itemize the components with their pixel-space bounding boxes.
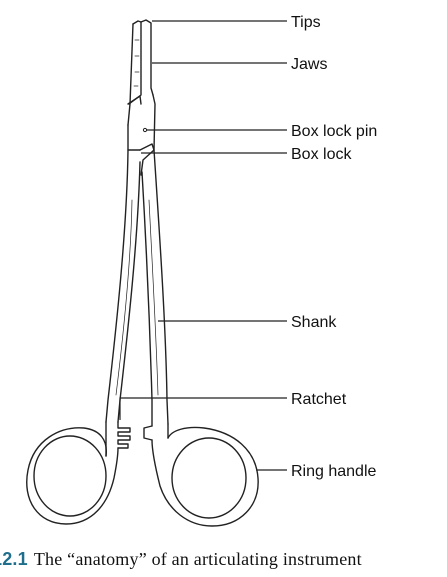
jaw-right [140,19,154,96]
box-lock-inner-left [127,95,142,105]
figure-number: 12.1 [0,549,28,569]
ratchet-teeth-left [117,421,131,449]
box-lock-body [140,94,156,176]
forceps-illustration [26,19,259,527]
jaw-shading [133,39,140,87]
label-tips: Tips [291,14,321,31]
label-ring-handle: Ring handle [291,463,377,480]
label-ratchet: Ratchet [291,391,347,408]
caption-text: The “anatomy” of an articulating instrum… [33,549,362,569]
ring-handle-left-inner [33,435,107,517]
jaw-left-outer [127,23,134,126]
ring-handle-right-outer [151,426,259,527]
label-box-lock: Box lock [291,146,352,163]
shank-right-outer [153,149,169,425]
box-lock-side [127,124,141,151]
label-jaws: Jaws [291,56,327,73]
shank-shading [115,199,159,396]
label-shank: Shank [291,314,337,331]
leader-lines [119,20,287,471]
label-box-lock-pin: Box lock pin [291,123,377,140]
shank-left-inner [117,161,141,423]
shank-left-outer [105,149,129,423]
box-lock-plate [139,143,155,151]
leader-ratchet [119,397,287,420]
ring-handle-left-outer [26,427,119,525]
shank-right-inner [141,171,153,427]
ring-handle-right-inner [171,437,247,519]
ratchet-right [143,423,169,441]
